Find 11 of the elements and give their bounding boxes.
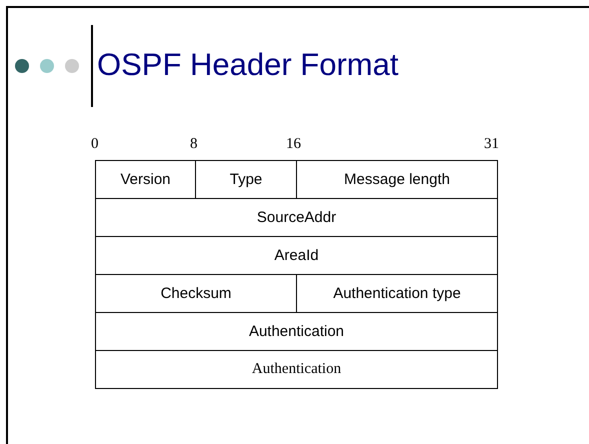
bit-number: 16 (286, 136, 301, 153)
header-field: AreaId (95, 236, 498, 275)
bit-number: 8 (190, 136, 198, 153)
header-field: SourceAddr (95, 198, 498, 237)
bit-number: 31 (484, 136, 499, 153)
bit-number: 0 (91, 136, 98, 153)
header-field: Message length (296, 160, 498, 199)
header-field: Version (95, 160, 196, 199)
header-field: Authentication (95, 312, 498, 351)
header-field: Authentication (95, 350, 498, 389)
slide-title: OSPF Header Format (97, 47, 398, 83)
